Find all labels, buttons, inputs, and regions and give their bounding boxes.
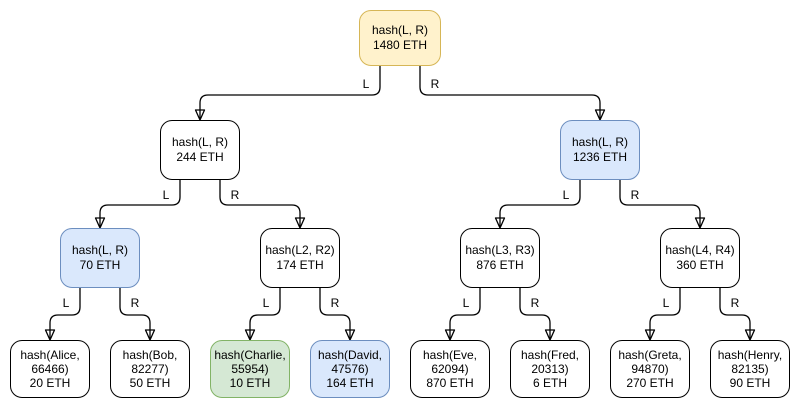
node-hash-label: hash(David, 47576) bbox=[317, 348, 383, 376]
node-amount-label: 20 ETH bbox=[29, 376, 71, 390]
leaf-node-henry: hash(Henry, 82135) 90 ETH bbox=[710, 340, 790, 398]
leaf-node-eve: hash(Eve, 62094) 870 ETH bbox=[410, 340, 490, 398]
edge-l3-3-leaf-6 bbox=[519, 288, 556, 341]
node-hash-label: hash(L3, R3) bbox=[465, 243, 535, 257]
node-amount-label: 244 ETH bbox=[176, 150, 224, 164]
node-hash-label: hash(L2, R2) bbox=[265, 243, 335, 257]
node-amount-label: 870 ETH bbox=[426, 376, 474, 390]
node-hash-label: hash(Charlie, 55954) bbox=[214, 348, 286, 376]
node-amount-label: 6 ETH bbox=[532, 376, 567, 390]
node-amount-label: 50 ETH bbox=[129, 376, 171, 390]
node-hash-label: hash(L, R) bbox=[171, 135, 229, 149]
node-hash-label: hash(Eve, 62094) bbox=[422, 348, 478, 376]
tree-node-l3-4: hash(L4, R4) 360 ETH bbox=[660, 228, 740, 288]
node-hash-label: hash(Bob, 82277) bbox=[122, 348, 178, 376]
node-amount-label: 360 ETH bbox=[676, 258, 724, 272]
node-amount-label: 10 ETH bbox=[229, 376, 271, 390]
edge-l3-2-leaf-3 bbox=[244, 288, 281, 341]
edge-label: R bbox=[229, 188, 241, 202]
leaf-node-charlie: hash(Charlie, 55954) 10 ETH bbox=[210, 340, 290, 398]
edge-label: R bbox=[429, 77, 441, 91]
edge-label: L bbox=[61, 296, 71, 310]
node-amount-label: 1480 ETH bbox=[372, 38, 428, 52]
leaf-node-greta: hash(Greta, 94870) 270 ETH bbox=[610, 340, 690, 398]
edge-label: L bbox=[261, 296, 271, 310]
node-hash-label: hash(Fred, 20313) bbox=[520, 348, 580, 376]
edge-l2right-l3-3 bbox=[494, 180, 581, 229]
edge-label: R bbox=[329, 296, 341, 310]
leaf-node-bob: hash(Bob, 82277) 50 ETH bbox=[110, 340, 190, 398]
edge-l3-1-leaf-2 bbox=[119, 288, 156, 341]
edge-label: R bbox=[729, 296, 741, 310]
tree-node-l3-2: hash(L2, R2) 174 ETH bbox=[260, 228, 340, 288]
edge-root-l2-left bbox=[194, 66, 381, 121]
edge-l2right-l3-4 bbox=[619, 180, 706, 229]
edge-label: L bbox=[461, 296, 471, 310]
tree-node-l2-left: hash(L, R) 244 ETH bbox=[160, 120, 240, 180]
node-amount-label: 270 ETH bbox=[626, 376, 674, 390]
node-amount-label: 164 ETH bbox=[326, 376, 374, 390]
node-hash-label: hash(Greta, 94870) bbox=[618, 348, 682, 376]
edge-label: L bbox=[161, 188, 171, 202]
node-amount-label: 90 ETH bbox=[729, 376, 771, 390]
node-amount-label: 876 ETH bbox=[476, 258, 524, 272]
leaf-node-david: hash(David, 47576) 164 ETH bbox=[310, 340, 390, 398]
edge-l3-1-leaf-1 bbox=[44, 288, 81, 341]
node-amount-label: 1236 ETH bbox=[572, 150, 628, 164]
leaf-node-fred: hash(Fred, 20313) 6 ETH bbox=[510, 340, 590, 398]
edge-label: L bbox=[661, 296, 671, 310]
edge-l3-4-leaf-8 bbox=[719, 288, 756, 341]
edge-l3-2-leaf-4 bbox=[319, 288, 356, 341]
tree-node-l2-right: hash(L, R) 1236 ETH bbox=[560, 120, 640, 180]
node-hash-label: hash(L, R) bbox=[71, 243, 129, 257]
edge-label: R bbox=[629, 188, 641, 202]
tree-node-l3-1: hash(L, R) 70 ETH bbox=[60, 228, 140, 288]
edge-l2left-l3-2 bbox=[219, 180, 306, 229]
node-hash-label: hash(L, R) bbox=[371, 23, 429, 37]
edge-label: L bbox=[361, 77, 371, 91]
edge-root-l2-right bbox=[419, 66, 606, 121]
edge-label: L bbox=[561, 188, 571, 202]
edge-l3-3-leaf-5 bbox=[444, 288, 481, 341]
node-amount-label: 174 ETH bbox=[276, 258, 324, 272]
node-hash-label: hash(Henry, 82135) bbox=[717, 348, 783, 376]
edge-label: R bbox=[129, 296, 141, 310]
tree-node-l3-3: hash(L3, R3) 876 ETH bbox=[460, 228, 540, 288]
node-hash-label: hash(L, R) bbox=[571, 135, 629, 149]
node-amount-label: 70 ETH bbox=[79, 258, 121, 272]
edge-label: R bbox=[529, 296, 541, 310]
tree-node-root: hash(L, R) 1480 ETH bbox=[359, 10, 441, 66]
leaf-node-alice: hash(Alice, 66466) 20 ETH bbox=[10, 340, 90, 398]
node-hash-label: hash(Alice, 66466) bbox=[20, 348, 80, 376]
node-hash-label: hash(L4, R4) bbox=[665, 243, 735, 257]
edge-l3-4-leaf-7 bbox=[644, 288, 681, 341]
edge-l2left-l3-1 bbox=[94, 180, 181, 229]
